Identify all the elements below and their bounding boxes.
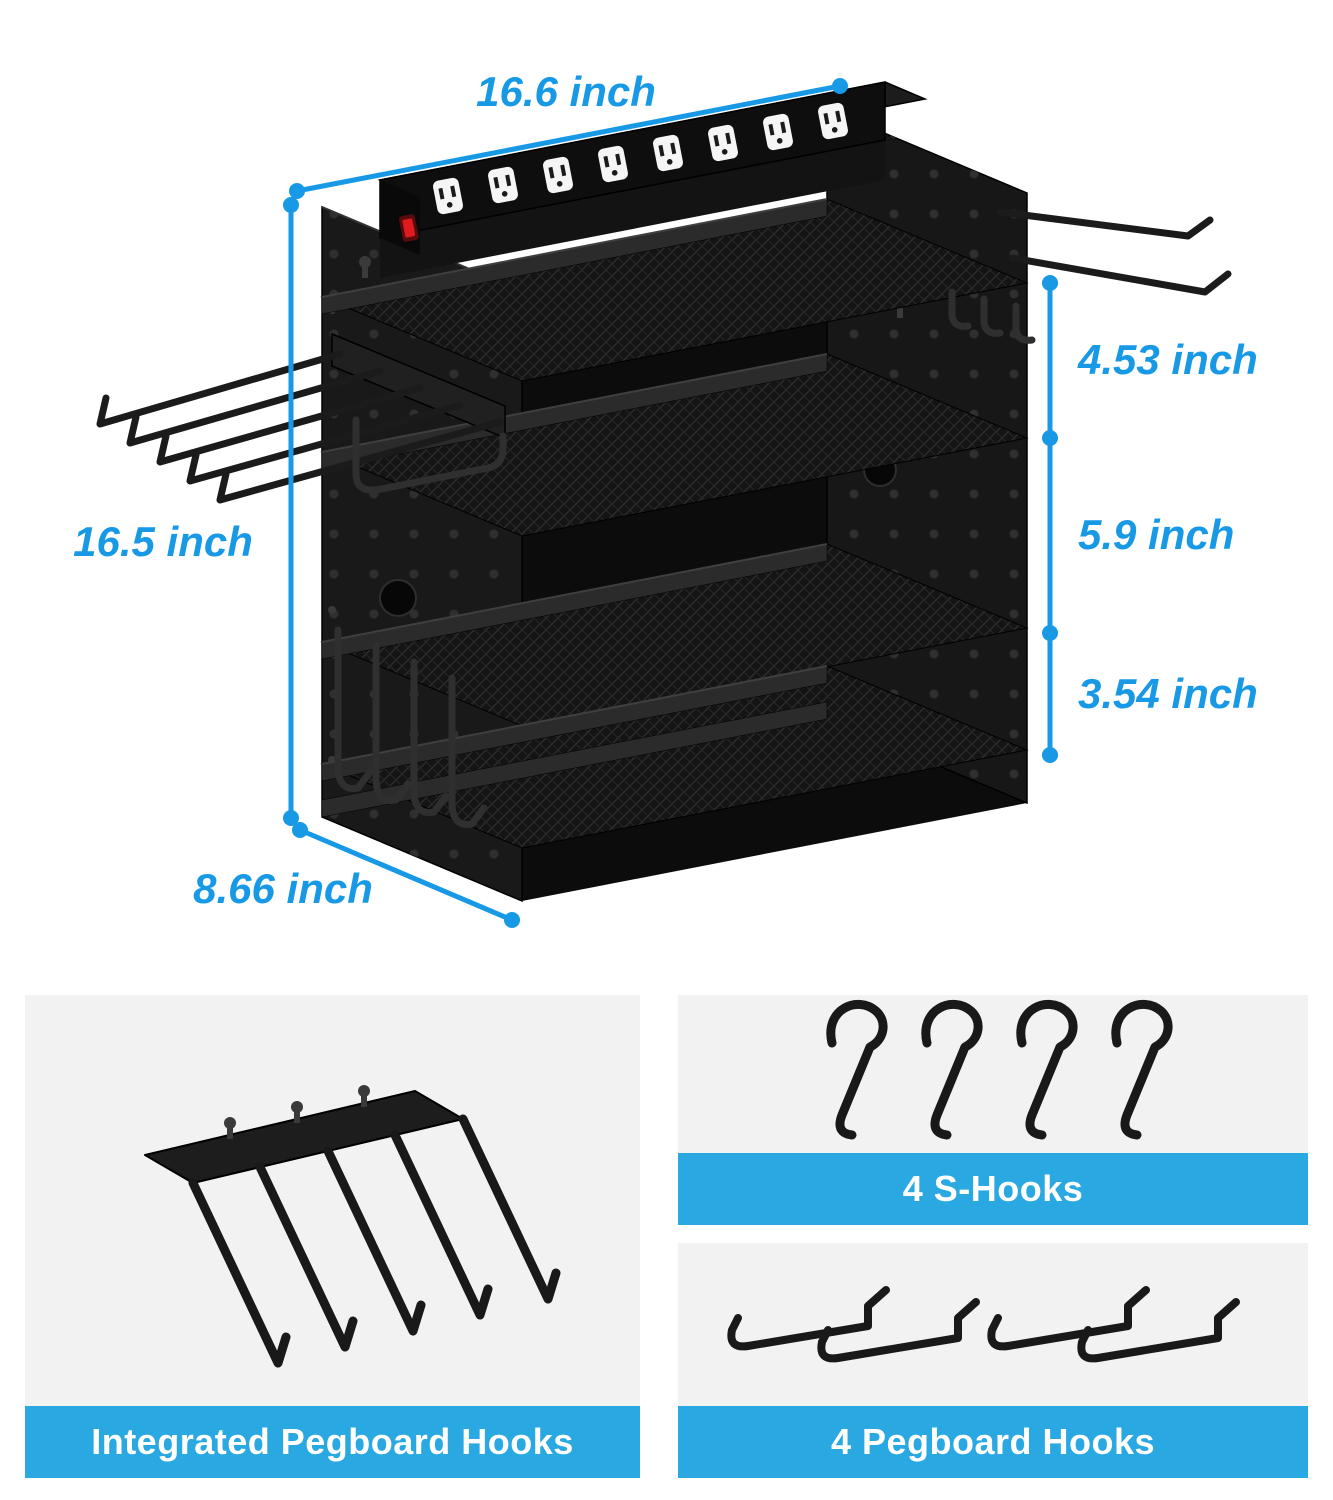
shelf-4 — [320, 665, 1029, 849]
dimension-label-top-width: 16.6 inch — [476, 68, 656, 115]
power-strip-riser — [380, 140, 885, 278]
side-hook-rack — [96, 332, 507, 504]
dimension-label-tier-top: 4.53 inch — [1077, 336, 1258, 383]
pegboard-hooks-icon — [727, 1286, 1240, 1363]
s-hooks-caption: 4 S-Hooks — [678, 1153, 1308, 1225]
shelf-2 — [320, 353, 1029, 537]
shelf-1 — [320, 198, 1029, 382]
dimension-label-bottom-depth: 8.66 inch — [193, 865, 373, 912]
integrated-hooks-caption: Integrated Pegboard Hooks — [25, 1406, 640, 1478]
shelf-3 — [320, 543, 1029, 727]
dimension-annotations: 16.6 inch 16.5 inch 8.66 inch 4. — [73, 68, 1258, 928]
pegboard-hooks-caption: 4 Pegboard Hooks — [678, 1406, 1308, 1478]
s-hooks-card: 4 S-Hooks — [678, 995, 1308, 1225]
integrated-pegboard-hooks-icon — [144, 1085, 561, 1368]
shelves — [320, 198, 1029, 849]
integrated-hooks-card: Integrated Pegboard Hooks — [25, 995, 640, 1478]
tool-rack-illustration — [96, 81, 1232, 903]
dimension-line-bottom-depth: 8.66 inch — [193, 822, 520, 928]
s-hooks-icon — [826, 999, 1173, 1140]
dimension-label-left-height: 16.5 inch — [73, 518, 253, 565]
dimension-line-left-height: 16.5 inch — [73, 197, 299, 826]
pegboard-hooks-card: 4 Pegboard Hooks — [678, 1243, 1308, 1478]
dimension-line-top-width: 16.6 inch — [289, 68, 848, 199]
dimension-line-right-tiers: 4.53 inch 5.9 inch 3.54 inch — [1042, 275, 1258, 763]
bottom-left-hooks — [334, 626, 488, 829]
top-right-pegboard-hooks — [948, 208, 1232, 344]
bottom-rail — [321, 701, 828, 818]
dimension-label-tier-middle: 5.9 inch — [1078, 511, 1234, 558]
rocker-switch-icon — [398, 214, 419, 242]
power-strip — [377, 81, 928, 278]
dimension-label-tier-bottom: 3.54 inch — [1078, 670, 1258, 717]
tool-rack-dimension-diagram: 16.6 inch 16.5 inch 8.66 inch 4. — [73, 68, 1258, 928]
